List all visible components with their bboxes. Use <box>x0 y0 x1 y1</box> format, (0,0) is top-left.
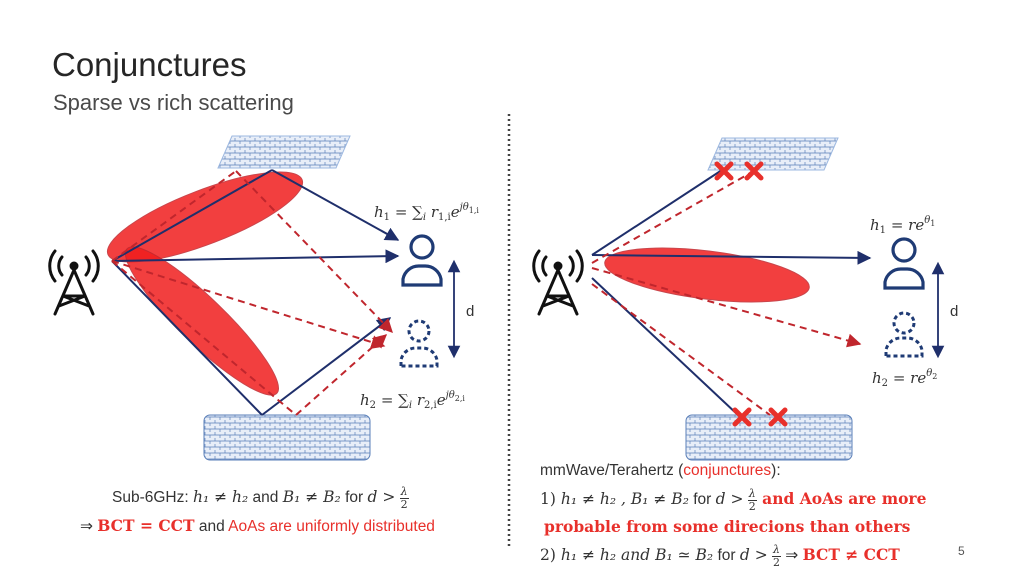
bottom-scatterer-right <box>685 414 853 461</box>
page-number: 5 <box>958 544 965 558</box>
line2-math-d: d > <box>739 546 768 565</box>
distance-label-right: d <box>950 303 958 320</box>
line2-for: for <box>713 547 740 565</box>
nlos-paths-right <box>591 171 862 416</box>
conclusion-bct-cct: BCT = CCT <box>97 516 195 535</box>
beam-lobe-main <box>604 247 810 303</box>
los-paths-left <box>111 169 400 416</box>
line1-red: and AoAs are more <box>756 489 927 509</box>
page-subtitle: Sparse vs rich scattering <box>53 90 294 115</box>
h1-formula-right: h1 = reθ1 <box>870 215 935 236</box>
line2-math: h₁ ≠ h₂ and B₁ ≃ B₂ <box>560 546 714 565</box>
cross-icon <box>714 161 788 427</box>
caption-head-red: conjunctures <box>683 462 772 479</box>
beam-lobe-upper <box>106 171 304 263</box>
caption-prefix: Sub-6GHz: <box>112 489 193 507</box>
cell-tower-icon <box>532 249 584 316</box>
top-scatterer-left <box>217 135 351 169</box>
top-scatterer-right <box>707 137 839 171</box>
h1-formula-left: h1 = ∑i r1,iejθ1,i <box>374 202 479 223</box>
line1b-red: probable from some direcions than others <box>544 517 911 536</box>
caption-right-line1b: probable from some direcions than others <box>544 517 910 538</box>
caption-math-d: d > <box>367 488 396 507</box>
h2-formula-left: h2 = ∑i r2,iejθ2,i <box>360 390 465 411</box>
line1-for: for <box>688 491 716 509</box>
caption-right-head: mmWave/Terahertz (conjunctures): <box>540 461 781 481</box>
user-icon <box>401 234 443 287</box>
page-title: Conjunctures <box>52 46 247 83</box>
caption-math-h: h₁ ≠ h₂ <box>192 488 249 507</box>
line2-red: BCT ≠ CCT <box>802 545 900 565</box>
distance-label-left: d <box>466 303 474 320</box>
nlos-paths-left <box>111 170 393 416</box>
caption-head: mmWave/Terahertz ( <box>540 462 684 479</box>
user-icon <box>883 237 925 290</box>
user-dashed-icon <box>884 311 924 358</box>
conclusion-and: and <box>194 518 229 535</box>
cell-tower-icon <box>48 249 100 316</box>
user-dashed-icon <box>399 319 439 368</box>
h2-formula-right: h2 = reθ2 <box>872 368 937 389</box>
conclusion-aoa: AoAs are uniformly distributed <box>228 518 435 535</box>
caption-left-line2: ⇒ BCT = CCT and AoAs are uniformly distr… <box>80 516 435 537</box>
line1-math-d: d > <box>715 490 744 509</box>
line2-arrow: ⇒ <box>780 547 803 565</box>
caption-and: and <box>248 489 283 507</box>
implies-arrow: ⇒ <box>80 518 98 535</box>
caption-for: for <box>340 489 368 507</box>
line2-num: 2) <box>540 546 561 565</box>
line1-math: h₁ ≠ h₂ , B₁ ≠ B₂ <box>560 490 689 509</box>
line1-num: 1) <box>540 490 561 509</box>
bottom-scatterer-left <box>203 414 371 461</box>
caption-math-b: B₁ ≠ B₂ <box>282 488 341 507</box>
caption-head-end: ): <box>771 462 781 479</box>
